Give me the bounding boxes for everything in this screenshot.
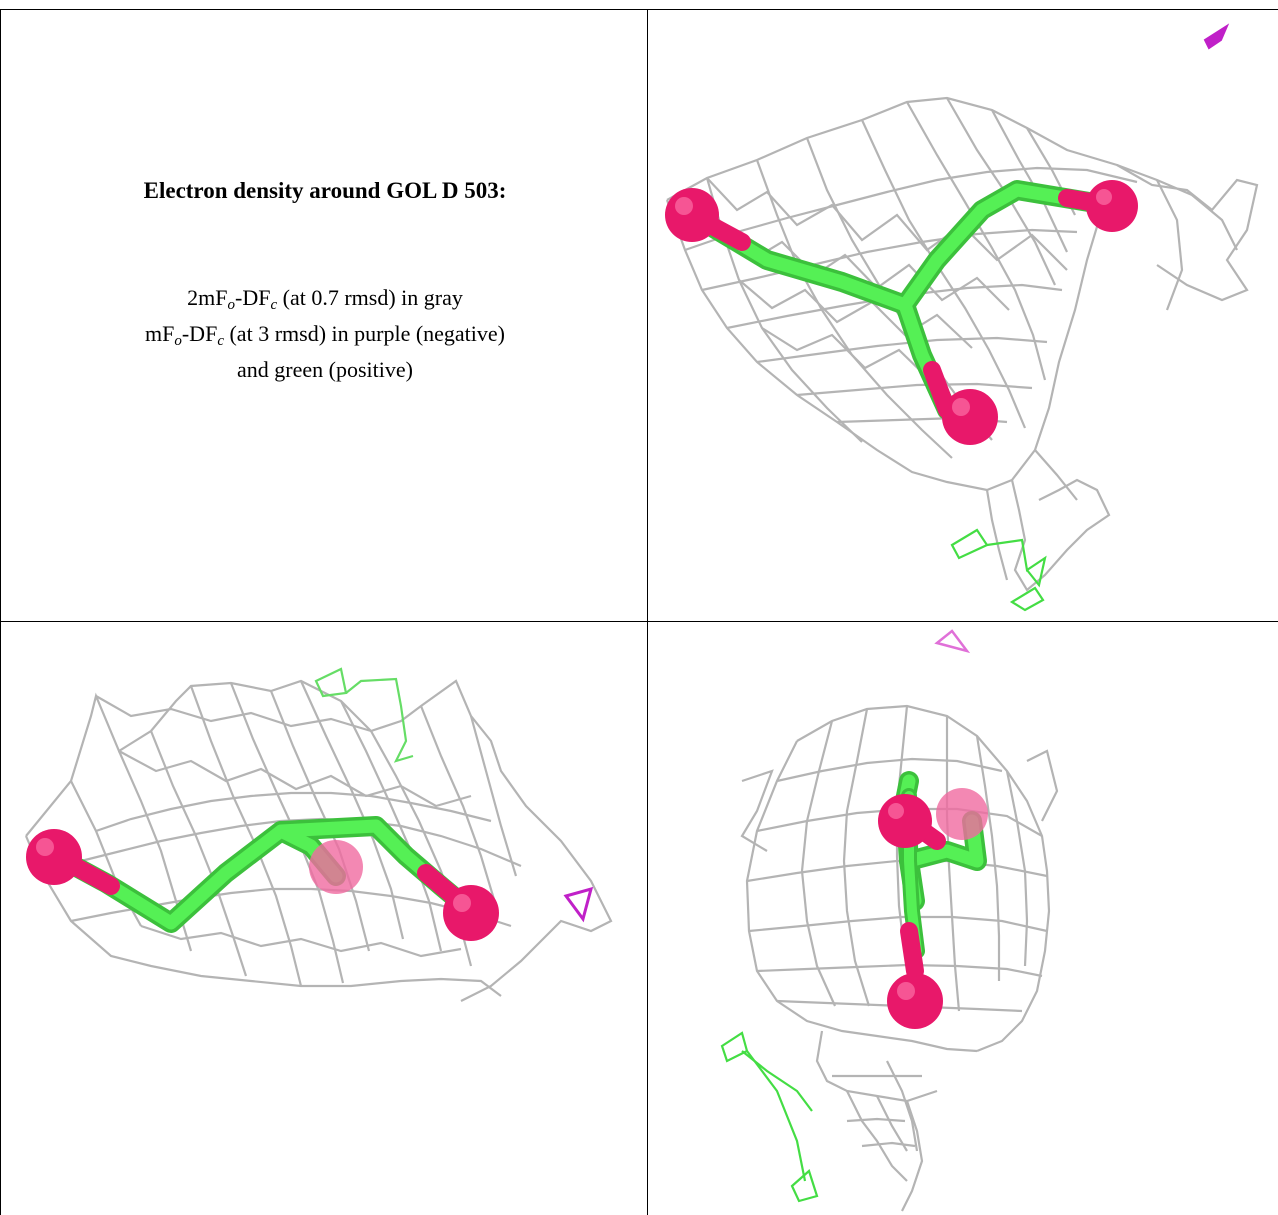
legend-line-fofc: mFo-DFc (at 3 rmsd) in purple (negative) <box>145 321 505 349</box>
density-view-bottom-right <box>647 621 1278 1215</box>
legend-title: Electron density around GOL D 503: <box>143 178 507 203</box>
legend-line-2fofc: 2mFo-DFc (at 0.7 rmsd) in gray <box>187 285 463 313</box>
density-render-3 <box>720 629 1059 1212</box>
mesh-fofc-positive <box>314 667 414 763</box>
mesh-fofc-positive <box>720 1031 819 1203</box>
legend-line-colors: and green (positive) <box>237 357 413 382</box>
density-view-bottom-left <box>0 621 648 1215</box>
oxygen-atoms <box>665 180 1138 445</box>
legend-cell: Electron density around GOL D 503: 2mFo-… <box>0 9 648 622</box>
density-render-1 <box>665 23 1259 612</box>
mesh-fofc-negative <box>934 629 971 654</box>
mesh-fofc-negative <box>1203 23 1230 50</box>
density-view-top-right <box>647 9 1278 622</box>
mesh-fofc-positive <box>950 528 1047 612</box>
oxygen-atoms <box>26 829 499 941</box>
mesh-2fofc <box>665 96 1259 592</box>
density-render-2 <box>24 667 613 1002</box>
glycerol-model <box>46 816 481 933</box>
oxygen-atoms <box>878 788 988 1029</box>
mesh-fofc-negative <box>563 886 594 923</box>
